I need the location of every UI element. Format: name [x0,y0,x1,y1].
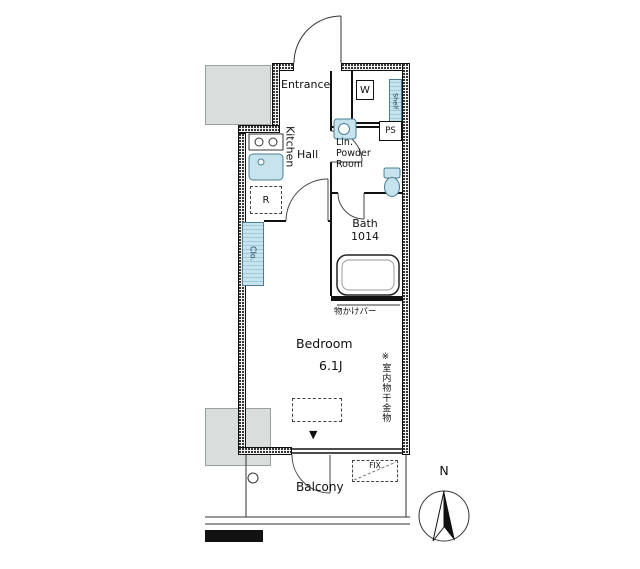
fix-window-diagonal [353,461,397,481]
hall-label: Hall [297,148,319,161]
wall-top-left [278,63,294,71]
bedroom-dashed-area [292,398,342,422]
kitchen-label: Kitchen [283,126,297,168]
bedroom-label: Bedroom [296,336,353,351]
bath-bedroom-wall [331,296,402,301]
wall-top-right [341,63,410,71]
washbasin [333,118,357,140]
wall-left [238,133,246,455]
kitchen-sink [248,153,284,181]
fix-window: FIX [352,460,398,482]
balcony-wall-end [205,530,263,542]
balcony-window [292,448,402,454]
wall-bottom-left [238,447,292,455]
balcony-outline [205,455,410,525]
entrance-door-arc [293,15,342,64]
bathtub [336,254,400,296]
compass-needle-light [432,490,445,542]
adjacent-unit-upper [205,65,271,125]
entrance-label: Entrance [281,78,331,91]
wall-right [402,63,410,455]
entry-marker: ▼ [309,428,318,441]
powder-room-label: Powder Room [336,148,371,170]
linen-label: Lin. [336,137,353,148]
toilet [383,167,401,197]
wall-jog [238,125,280,133]
kitchen-stove [248,133,284,151]
indoor-drying-label: ※室内物干金物 [380,352,391,423]
balcony-label: Balcony [296,480,344,494]
bedroom-size-label: 6.1J [319,358,343,373]
washer-box: W [356,80,374,100]
closet: Clo. [242,222,264,286]
bath-label: Bath 1014 [351,217,379,243]
compass-north-label: N [439,463,449,478]
pipe-space-box: PS [379,121,402,141]
shelf: Shelf [389,79,402,123]
wall-left-upper [272,63,280,133]
refrigerator-space: R [250,186,282,214]
compass-rose [418,490,470,542]
hanger-bar-label: 物かけバー [334,307,377,317]
balcony-drain [247,472,259,484]
compass-needle-dark [444,491,455,541]
door-swing-arcs [285,130,365,494]
